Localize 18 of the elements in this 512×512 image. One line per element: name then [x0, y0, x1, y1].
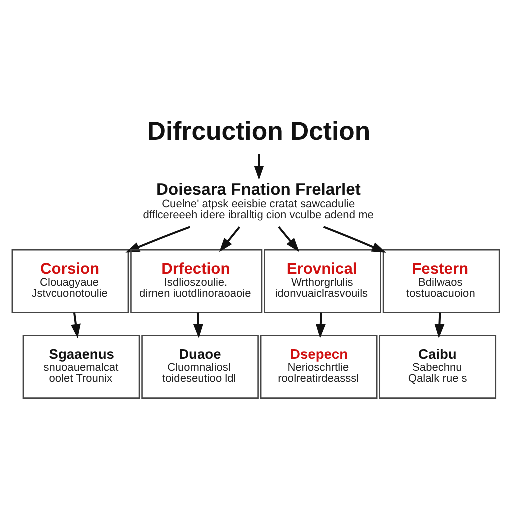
node-box: Festern Bdilwaos tostuoacuoion [382, 248, 500, 313]
arrow [193, 312, 204, 338]
node-box: Erovnical Wrthorgrlulis idonvuaiclrasvouils [264, 248, 382, 313]
node-box: Corsion Clouagyaue Jstvcuonotoulie [12, 248, 130, 313]
node-box: Duaoe Cluomnaliosl toideseutioo ldl [142, 334, 259, 398]
node-box: Caibu Sabechnu Qalalk rue s [379, 334, 497, 398]
node-text: Doiesara Fnation Frelarlet Cuelne' atpsk eeisbie cratat sawcadulie dfflcereeeh idere ibralltig cion vculbe adend me [143, 180, 374, 221]
node-box: Sgaaenus snuoauemalcat oolet Trounix [22, 334, 140, 398]
arrow [71, 312, 81, 338]
node-box: Dsepecn Nerioschrtlie roolreatirdeasssl [260, 334, 378, 398]
arrow [278, 226, 300, 252]
arrow [316, 312, 326, 338]
arrow [323, 226, 386, 252]
node-box: Drfection Isdlioszoulie. dirnen iuotdlinoraoaoie [130, 248, 263, 313]
arrow [434, 312, 445, 338]
arrow [254, 154, 264, 180]
arrow [219, 226, 241, 252]
node-text: Difrcuction Dction [147, 117, 371, 146]
